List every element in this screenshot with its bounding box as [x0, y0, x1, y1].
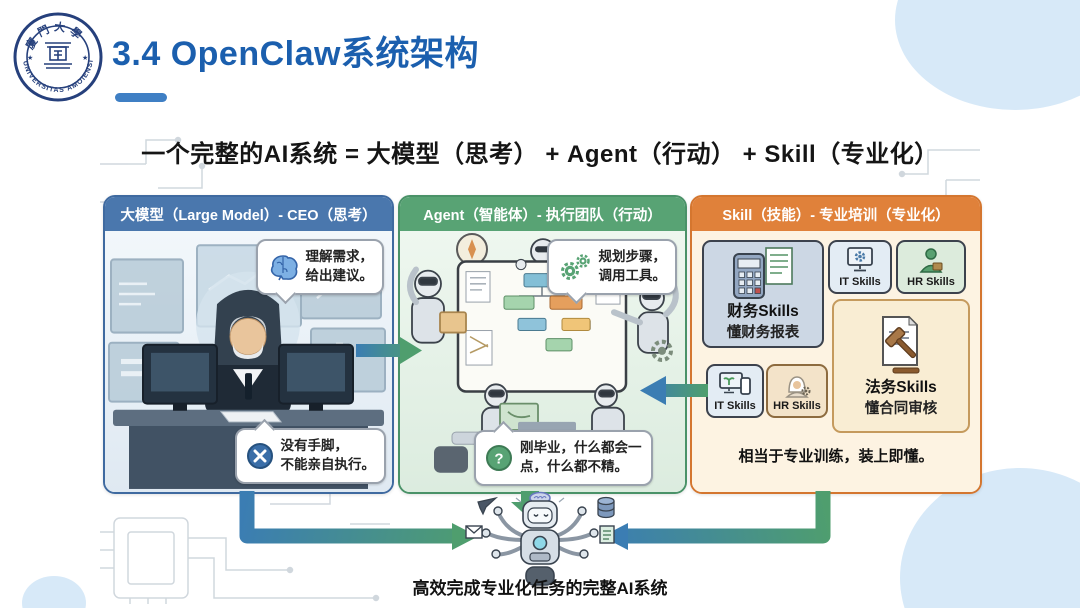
seal-star-left: ★: [27, 54, 33, 62]
page-title: 3.4 OpenClaw系统架构: [112, 35, 479, 73]
seal-star-right: ★: [82, 54, 88, 62]
monitor-gear-icon: [847, 247, 873, 272]
skill-box-legal: 法务Skills 懂合同审核: [832, 299, 970, 433]
skill-box-it-bottom: IT Skills: [706, 364, 764, 418]
bubble-agent-plan: 规划步骤， 调用工具。: [546, 239, 677, 295]
skill-footer-note: 相当于专业训练，装上即懂。: [738, 448, 934, 465]
finance-skill-subtitle: 懂财务报表: [726, 324, 800, 341]
legal-skill-subtitle: 懂合同审核: [864, 400, 938, 417]
gears-icon: [560, 254, 590, 280]
bottom-caption: 高效完成专业化任务的完整AI系统: [412, 579, 668, 598]
skill-box-hr-top: HR Skills: [896, 240, 966, 294]
title-underline: [115, 93, 167, 102]
x-circle-icon: [246, 443, 273, 470]
panel-large-model-body: 理解需求， 给出建议。 没有手脚， 不能亲自执行。: [105, 231, 392, 492]
gavel-document-icon: [882, 316, 920, 374]
corner-blob-top-right: [895, 0, 1080, 110]
seal-gate-emblem: [44, 42, 72, 69]
panel-large-model: 大模型（Large Model）- CEO（思考）: [103, 195, 394, 494]
skill-box-hr-bottom: HR Skills: [766, 364, 828, 418]
architecture-diagram: 一个完整的AI系统 = 大模型（思考） + Agent（行动） + Skill（…: [100, 122, 982, 604]
bubble-model-limitation-text: 没有手脚， 不能亲自执行。: [280, 438, 376, 473]
hr-skill-label: HR Skills: [907, 276, 955, 288]
corner-blob-bottom-left: [22, 576, 86, 608]
brain-icon: [270, 255, 298, 281]
it-skill-label: IT Skills: [839, 276, 881, 288]
database-icon: [597, 496, 615, 519]
finance-skill-title: 财务Skills: [727, 303, 799, 321]
panel-skill: Skill（技能）- 专业培训（专业化）: [690, 195, 982, 494]
person-briefcase-icon: [919, 248, 943, 273]
panel-agent-header: Agent（智能体）- 执行团队（行动）: [400, 197, 685, 231]
panel-skill-header: Skill（技能）- 专业培训（专业化）: [692, 197, 980, 231]
svg-text:?: ?: [494, 451, 503, 468]
university-seal-logo: 廈門大學 UNIVERSITAS AMOIENSIS ★ ★: [12, 10, 103, 102]
skill-box-finance: 财务Skills 懂财务报表: [702, 240, 824, 348]
airplane-icon: [477, 496, 499, 516]
bubble-model-limitation: 没有手脚， 不能亲自执行。: [234, 428, 386, 484]
envelope-icon: [465, 525, 483, 539]
bubble-agent-limitation-text: 刚毕业，什么都会一 点，什么都不精。: [520, 440, 642, 475]
document-icon: [599, 525, 615, 544]
panel-large-model-header: 大模型（Large Model）- CEO（思考）: [105, 197, 392, 231]
panel-agent: Agent（智能体）- 执行团队（行动）: [398, 195, 687, 494]
bubble-model-advise-text: 理解需求， 给出建议。: [305, 249, 374, 283]
calculator-spreadsheet-icon: [733, 247, 793, 300]
hr-skill-label: HR Skills: [773, 400, 821, 412]
skill-box-it-top: IT Skills: [828, 240, 892, 294]
bubble-agent-limitation: ? 刚毕业，什么都会一 点，什么都不精。: [474, 430, 653, 486]
diagram-title: 一个完整的AI系统 = 大模型（思考） + Agent（行动） + Skill（…: [141, 141, 939, 168]
bubble-agent-plan-text: 规划步骤， 调用工具。: [598, 249, 667, 283]
panel-agent-body: 规划步骤， 调用工具。 ? 刚毕业，什么都会一 点，什么都不精。: [400, 231, 685, 492]
bubble-model-advise: 理解需求， 给出建议。: [255, 239, 384, 295]
person-gear-icon: [785, 376, 811, 398]
legal-skill-title: 法务Skills: [865, 379, 937, 397]
monitor-phone-icon: [719, 372, 751, 395]
it-skill-label: IT Skills: [714, 400, 756, 412]
question-circle-icon: ?: [486, 445, 512, 472]
panel-skill-body: 财务Skills 懂财务报表 IT Skills: [692, 231, 980, 492]
